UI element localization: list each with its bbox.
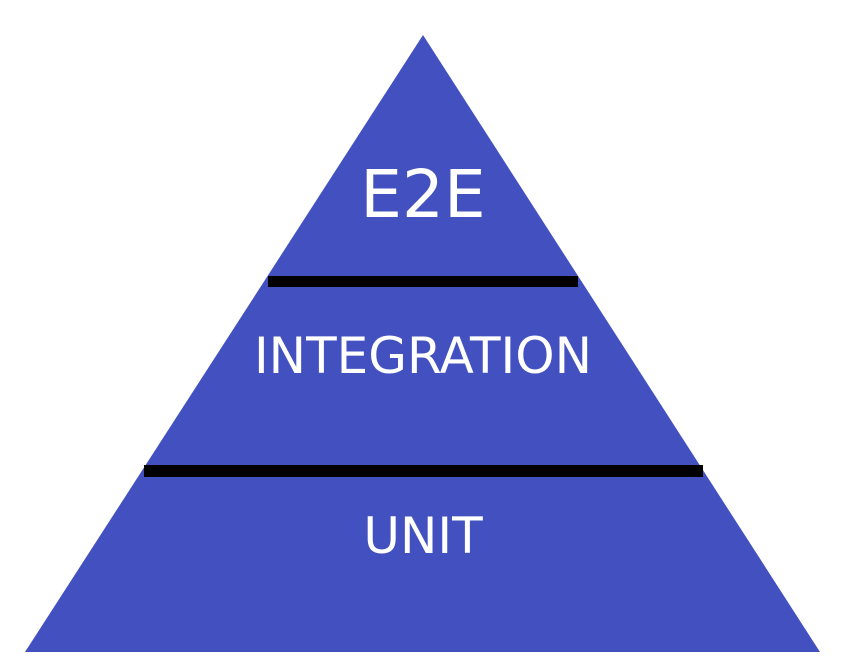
tier-label-e2e: E2E [360,156,485,233]
tier-divider-bottom [144,465,703,477]
tier-label-unit: UNIT [363,507,483,565]
tier-label-integration: INTEGRATION [254,327,592,385]
tier-divider-top [268,276,578,287]
pyramid-triangle [25,35,820,652]
